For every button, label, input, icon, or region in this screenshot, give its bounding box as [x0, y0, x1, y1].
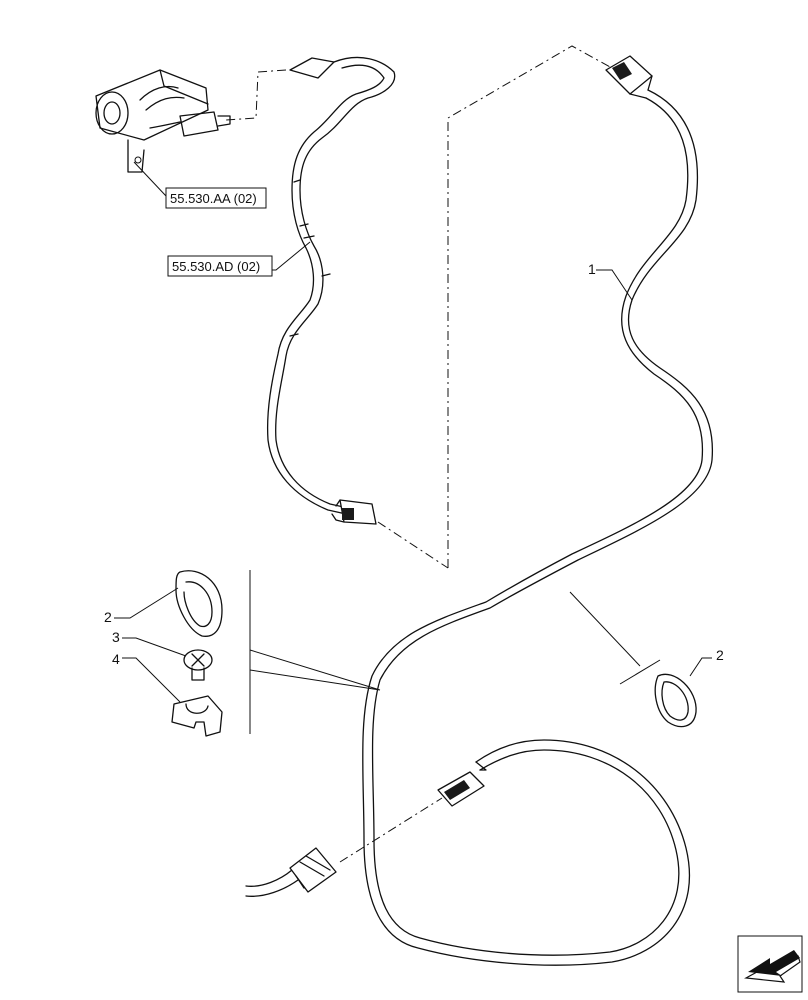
callout-4: 4: [112, 651, 120, 667]
callout-2-right: 2: [716, 647, 724, 663]
bracket-item-4: [171, 695, 223, 737]
wiring-harness-reference: [266, 56, 396, 525]
reference-label-aa[interactable]: 55.530.AA (02): [165, 187, 267, 209]
reference-label-ad[interactable]: 55.530.AD (02): [167, 255, 273, 277]
harness-item-1: [362, 55, 714, 966]
callout-3: 3: [112, 629, 120, 645]
switch-assembly: [95, 69, 231, 173]
callout-2-left: 2: [104, 609, 112, 625]
mating-connector: [245, 847, 337, 897]
reference-aa-text: 55.530.AA (02): [170, 191, 257, 206]
reference-ad-text: 55.530.AD (02): [172, 259, 260, 274]
clip-item-2-right: [654, 673, 697, 728]
callout-1: 1: [588, 261, 596, 277]
arrow-navigation-icon[interactable]: [737, 935, 803, 993]
screw-item-3: [183, 649, 213, 681]
clip-item-2-left: [175, 570, 223, 637]
